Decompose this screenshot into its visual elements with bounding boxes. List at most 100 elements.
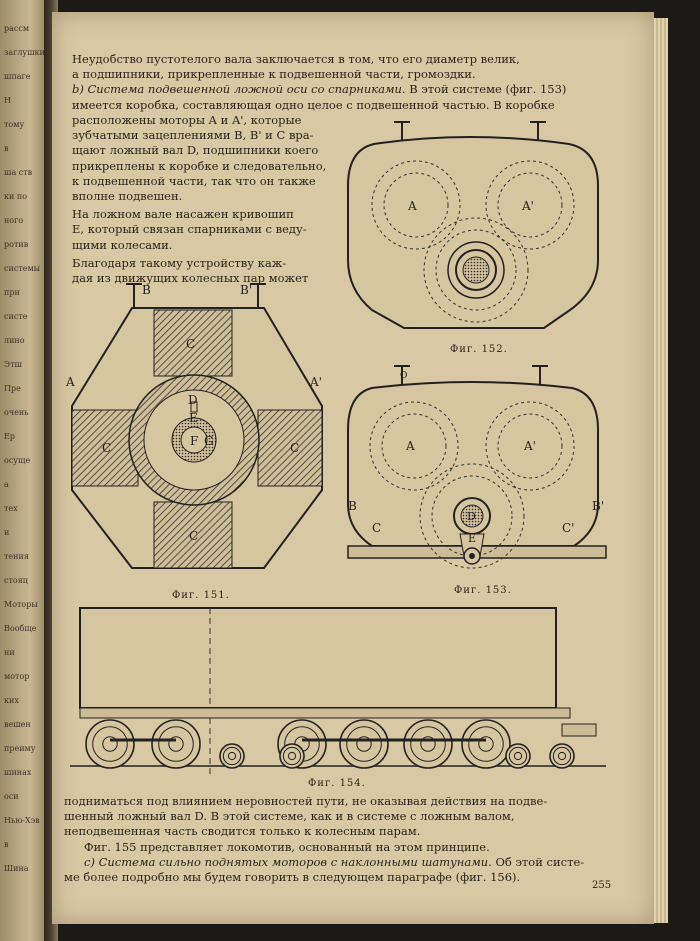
figure-label-a: A [65,375,75,389]
left-page-text-fragment: шпаге [4,72,31,81]
text-line: шенный ложный вал D. В этой системе, как… [64,809,515,824]
figure-label-d: D [188,393,198,407]
figure-label-a: A [405,439,415,453]
text-line: На ложном вале насажен кривошип [72,207,294,222]
figure-label-b2: B' [592,499,604,513]
locomotive-wheel [346,726,382,762]
figure-label-c: C [290,441,299,455]
text-line: расположены моторы A и A', которые [72,113,302,127]
left-page-text-fragment: Этш [4,360,22,369]
left-page-text-fragment: систе [4,312,28,321]
locomotive-wheel [468,726,504,762]
text-line: неподвешенная часть сводится только к ко… [64,824,421,839]
text-top: Неудобство пустотелого вала заключается … [72,52,566,113]
text-line: дая из движущих колесных пар может [72,271,309,286]
figure-151-caption: Фиг. 151. [172,590,230,601]
text-line: подниматься под влиянием неровностей пут… [64,794,548,808]
left-page-text-fragment: ротив [4,240,29,249]
left-page-text-fragment: тому [4,120,25,129]
page-number: 255 [592,880,612,891]
left-page-text-fragment: тения [4,552,29,561]
left-page-text-fragment: тех [4,504,18,513]
figure-label-d: D [467,510,476,523]
locomotive-wheel [158,726,194,762]
figure-label-o: O [400,371,407,381]
left-page-text-fragment: вешен [4,720,31,729]
figure-label-c2: C' [562,521,574,535]
locomotive-wheel [557,751,567,761]
figure-label-c: C [189,529,198,543]
left-page-text-fragment: ша ств [4,168,33,177]
locomotive-wheel [478,736,494,752]
text-line: Неудобство пустотелого вала заключается … [72,52,520,66]
para-c-heading: c) Система сильно поднятых моторов с нак… [84,854,492,869]
locomotive-wheel [410,726,446,762]
left-page-text-fragment: лино [4,336,25,345]
figure-label-g: G [204,434,214,448]
left-page-text-fragment: Шина [4,864,29,873]
figure-label-b: B [142,283,151,297]
para-b-rest: В этой системе (фиг. 153) [409,82,567,97]
left-page-text-fragment: мотор [4,672,30,681]
left-page-text-fragment: Ер [4,432,15,441]
left-page-text-fragment: оси [4,792,19,801]
left-page-text-fragment: Пре [4,384,21,393]
text-line: зубчатыми зацеплениями B, B' и C вра- [72,128,314,143]
left-page-text-fragment: ни [4,648,15,657]
figure-label-a2: A' [523,439,536,453]
locomotive-wheel [168,736,184,752]
left-page-text-fragment: Нью-Хэв [4,816,40,825]
text-bottom: подниматься под влиянием неровностей пут… [64,794,584,885]
figure-154-caption: Фиг. 154. [308,778,366,789]
figure-label-f: F [190,434,198,448]
locomotive-wheel [102,736,118,752]
para-b-heading: b) Система подвешенной ложной оси со спа… [72,82,406,97]
locomotive-wheel [282,746,302,766]
left-page-text-fragment: системы [4,264,41,273]
figure-label-c: C [102,441,111,455]
text-line: имеется коробка, составляющая одно целое… [72,97,555,112]
figure-label-e: E [468,532,476,545]
figure-label-c: C [372,521,381,535]
text-line: щают ложный вал D, подшипники коего [72,143,319,158]
left-page-text-fragment: осуще [4,456,31,465]
text-line: Благодаря такому устройству каж- [72,255,287,270]
text-line: E, который связан спарниками с веду- [72,222,307,237]
left-page-text-fragment: ного [4,216,24,225]
locomotive-wheel [356,736,372,752]
left-page-text-fragment: стояц [4,576,28,585]
text-left-column: расположены моторы A и A', которые зубча… [72,113,352,286]
left-page-text-fragment: Моторы [4,600,38,609]
text-line: вполне подвешен. [72,189,183,204]
locomotive-wheel [508,746,528,766]
left-page-text-fragment: в [4,840,9,849]
left-page-text-fragment: Вообще [4,624,37,633]
locomotive-wheel [287,751,297,761]
locomotive-wheel [227,751,237,761]
figure-label-e: E [189,411,198,425]
text-line: щими колесами. [72,237,173,252]
book-page: Неудобство пустотелого вала заключается … [52,12,654,924]
figure-label-a2: A' [309,375,322,389]
locomotive-wheel [420,736,436,752]
para-c-rest: Об этой систе- [495,854,585,869]
para-b-line: b) Система подвешенной ложной оси со спа… [72,82,566,97]
locomotive-wheel [222,746,242,766]
left-page-text-fragment: заглушки [4,48,45,57]
left-page-text-fragment: ких [4,696,19,705]
figure-label-b2: B' [240,283,252,297]
figure-label-c: C [186,337,195,351]
left-page-text-fragment: очень [4,408,29,417]
left-page-text-fragment: при [4,288,20,297]
left-page-text-fragment: в [4,144,9,153]
text-line: а подшипники, прикрепленные к подвешенно… [72,67,476,82]
text-line: Фиг. 155 представляет локомотив, основан… [84,839,490,854]
text-line: к подвешенной части, так что он также [72,173,316,188]
figure-label-a2: A' [521,199,534,213]
left-page-text-fragment: Н [4,96,11,105]
left-page-text-fragment: и [4,528,10,537]
